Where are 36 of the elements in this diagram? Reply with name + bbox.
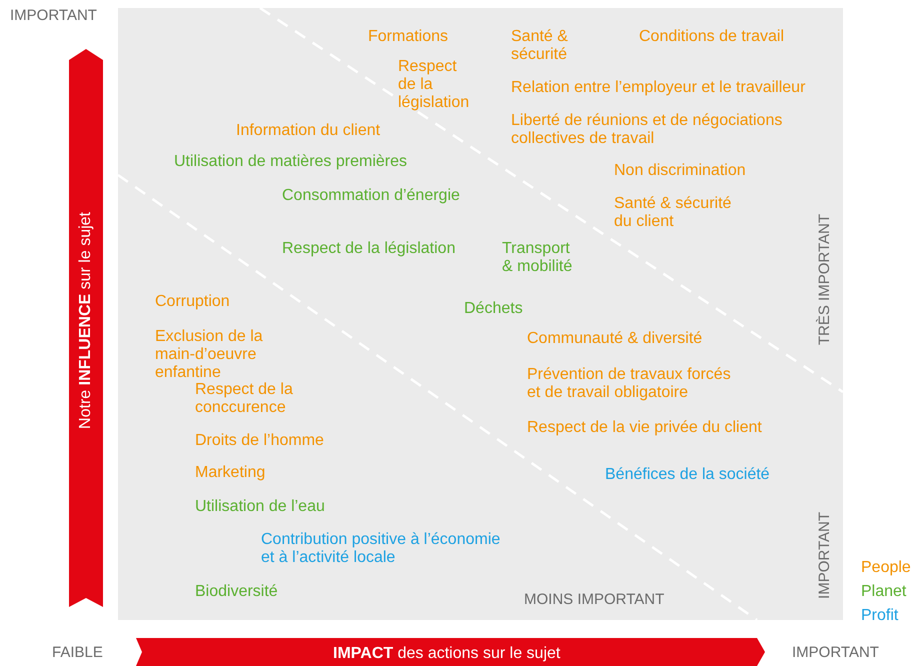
axis-label: IMPORTANT <box>792 644 879 662</box>
topic-label: Déchets <box>464 300 523 318</box>
topic-label: Transport & mobilité <box>502 240 574 276</box>
topic-label: Formations <box>368 28 448 46</box>
topic-label: Consommation d’énergie <box>282 187 460 205</box>
topic-label: Respect de la vie privée du client <box>527 419 762 437</box>
topic-label: Communauté & diversité <box>527 330 702 348</box>
topic-label: Utilisation de matières premières <box>174 153 408 171</box>
axis-label: IMPORTANT <box>10 7 97 25</box>
legend-entry: People <box>861 559 911 577</box>
zone-label: IMPORTANT <box>816 512 834 599</box>
topic-label: Biodiversité <box>195 583 278 601</box>
legend-entry: Profit <box>861 607 898 625</box>
topic-label: Marketing <box>195 464 266 482</box>
zone-label: MOINS IMPORTANT <box>524 591 664 609</box>
axis-label: FAIBLE <box>52 644 103 662</box>
topic-label: Santé & sécurité du client <box>614 195 732 231</box>
topic-label: Respect de la législation <box>398 58 470 112</box>
topic-label: Respect de la législation <box>282 240 456 258</box>
topic-label: Information du client <box>236 122 380 140</box>
legend-entry: Planet <box>861 583 906 601</box>
topic-label: Liberté de réunions et de négociations collectives de travail <box>511 112 784 148</box>
topic-label: Corruption <box>155 293 230 311</box>
topic-label: Prévention de travaux forcés et de travail obligatoire <box>527 366 732 402</box>
topic-label: Santé & sécurité <box>511 28 569 64</box>
topic-label: Conditions de travail <box>639 28 784 46</box>
topic-label: Contribution positive à l’économie et à l’activité locale <box>261 531 502 567</box>
topic-label: Utilisation de l’eau <box>195 498 325 516</box>
topic-label: Droits de l’homme <box>195 432 324 450</box>
topic-label: Respect de la conccurence <box>195 381 294 417</box>
zone-label: TRÈS IMPORTANT <box>816 214 834 346</box>
axis-title: IMPACT des actions sur le sujet <box>333 645 560 663</box>
topic-label: Non discrimination <box>614 162 746 180</box>
topic-label: Relation entre l’employeur et le travailleur <box>511 79 806 97</box>
axis-title: Notre INFLUENCE sur le sujet <box>77 212 95 429</box>
topic-label: Bénéfices de la société <box>605 466 770 484</box>
